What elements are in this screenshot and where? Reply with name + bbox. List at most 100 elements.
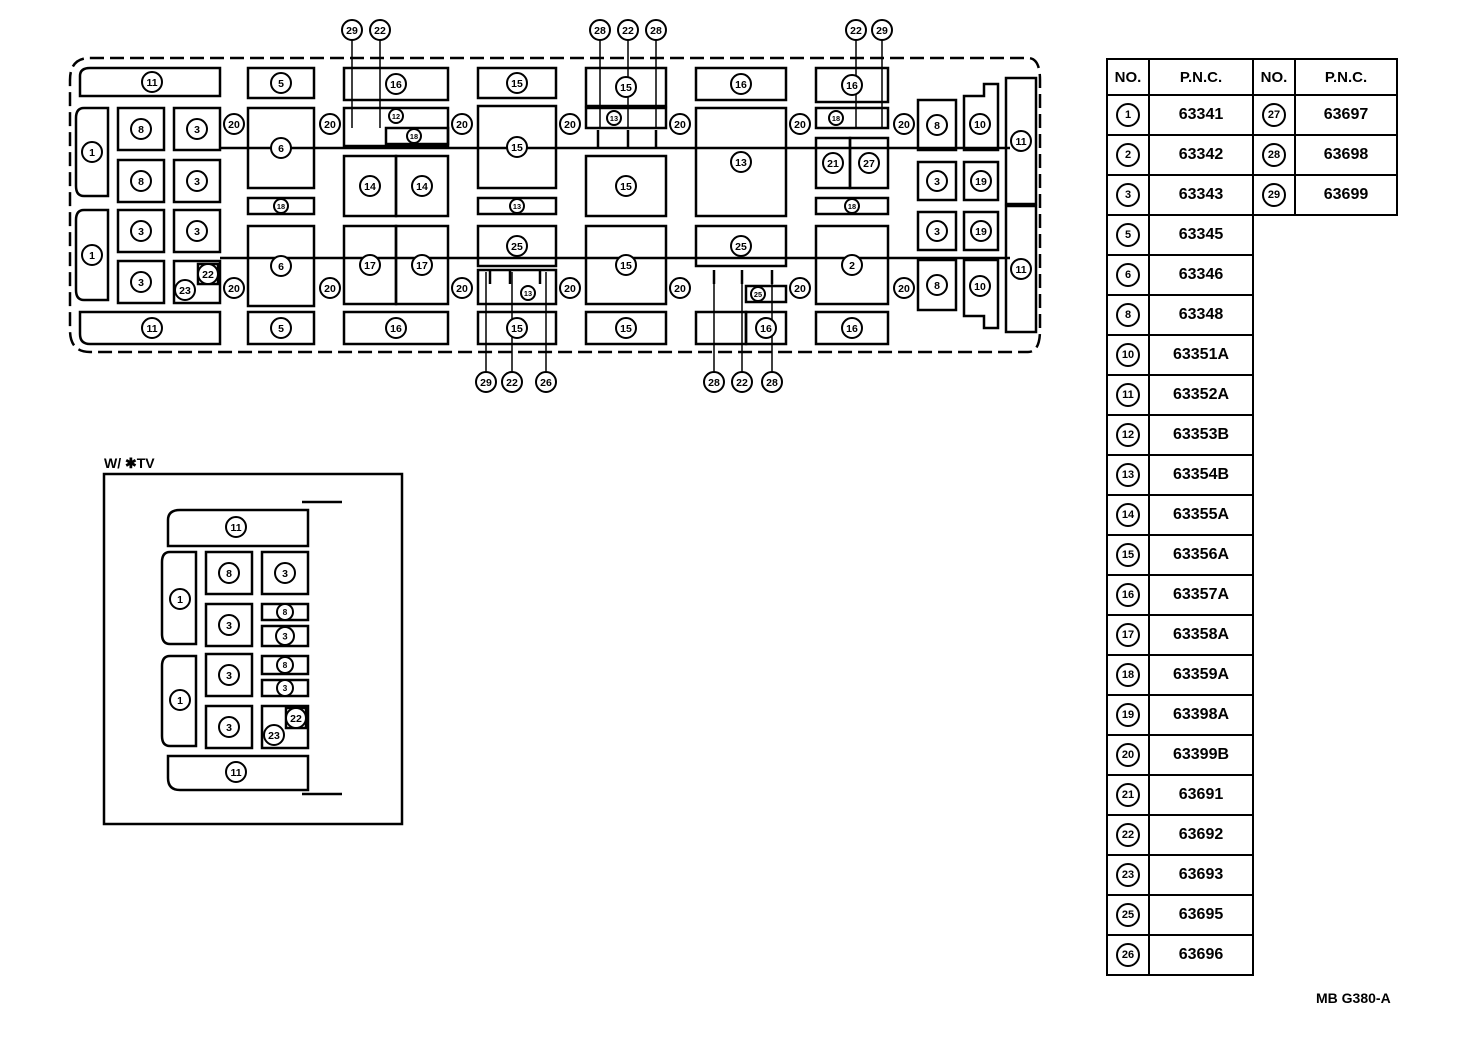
callout-number: 13	[524, 289, 532, 298]
callout-circle	[319, 277, 341, 299]
callout-circle	[755, 317, 777, 339]
callout-circle	[969, 275, 991, 297]
table-header-row: NO.P.N.C.NO.P.N.C.	[1106, 58, 1398, 96]
row-number: 23	[1106, 854, 1150, 896]
table-header-cell: NO.	[1252, 58, 1296, 96]
row-pnc: 63354B	[1148, 454, 1254, 496]
row-number: 26	[1106, 934, 1150, 976]
callout-number: 22	[202, 269, 214, 281]
callout-number: 28	[650, 25, 662, 37]
row-number: 20	[1106, 734, 1150, 776]
part-1	[160, 654, 198, 748]
callout-circle	[451, 277, 473, 299]
callout-number: 21	[827, 158, 839, 170]
part-15	[476, 310, 558, 346]
row-pnc: 63358A	[1148, 614, 1254, 656]
part-6	[246, 106, 316, 190]
row-pnc: 63345	[1148, 214, 1254, 256]
row-number: 14	[1106, 494, 1150, 536]
part-11	[78, 310, 222, 346]
callout-number: 8	[138, 124, 144, 136]
row-number: 28	[1252, 134, 1296, 176]
part-3	[916, 160, 958, 202]
callout-circle	[841, 317, 863, 339]
callout-number: 3	[934, 226, 940, 238]
part-10	[962, 82, 1000, 152]
callout-circle	[81, 141, 103, 163]
callout-circle	[169, 689, 191, 711]
callout-number: 15	[511, 323, 523, 335]
callout-circle	[501, 371, 523, 393]
callout-circle	[506, 235, 528, 257]
callout-circle	[730, 235, 752, 257]
callout-circle	[589, 19, 611, 41]
part-19	[962, 210, 1000, 252]
callout-number: 3	[138, 226, 144, 238]
callout-number: 3	[226, 670, 232, 682]
callout-circle	[669, 277, 691, 299]
part-16	[342, 310, 450, 346]
callout-circle	[270, 72, 292, 94]
callout-circle	[789, 277, 811, 299]
part-8	[916, 98, 958, 152]
callout-number: 29	[480, 377, 492, 389]
callout-circle	[270, 137, 292, 159]
row-pnc: 63695	[1148, 894, 1254, 936]
callout-circle	[858, 152, 880, 174]
row-pnc: 63352A	[1148, 374, 1254, 416]
callout-circle	[411, 175, 433, 197]
row-number: 13	[1106, 454, 1150, 496]
row-number: 8	[1106, 294, 1150, 336]
callout-circle	[926, 220, 948, 242]
callout-circle	[761, 371, 783, 393]
callout-circle	[845, 19, 867, 41]
callout-circle	[263, 724, 285, 746]
part-8	[116, 158, 166, 204]
callout-number: 23	[268, 730, 280, 742]
callout-circle	[225, 516, 247, 538]
callout-number: 3	[194, 124, 200, 136]
callout-number: 6	[278, 261, 284, 273]
callout-circle	[130, 220, 152, 242]
callout-circle	[509, 198, 525, 214]
callout-number: 1	[177, 695, 183, 707]
callout-number: 20	[228, 119, 240, 131]
callout-number: 27	[863, 158, 875, 170]
callout-number: 20	[228, 283, 240, 295]
part-11	[166, 508, 310, 548]
callout-circle	[169, 588, 191, 610]
callout-number: 3	[282, 632, 287, 643]
part-18	[814, 106, 890, 130]
callout-circle	[506, 317, 528, 339]
tv-variant-frame	[102, 472, 404, 826]
part-19	[962, 160, 1000, 202]
callout-number: 1	[89, 250, 95, 262]
callout-circle	[926, 274, 948, 296]
callout-number: 18	[410, 132, 418, 141]
callout-number: 8	[226, 568, 232, 580]
callout-circle	[606, 110, 622, 126]
callout-circle	[615, 317, 637, 339]
callout-number: 15	[620, 181, 632, 193]
row-number: 6	[1106, 254, 1150, 296]
callout-number: 16	[735, 79, 747, 91]
callout-circle	[130, 271, 152, 293]
drawing-code: MB G380-A	[1316, 990, 1391, 1006]
callout-circle	[186, 118, 208, 140]
row-pnc: 63341	[1148, 94, 1254, 136]
callout-circle	[273, 198, 289, 214]
callout-circle	[789, 113, 811, 135]
row-number: 3	[1106, 174, 1150, 216]
callout-number: 5	[278, 78, 284, 90]
callout-circle	[359, 254, 381, 276]
callout-number: 26	[540, 377, 552, 389]
callout-circle	[559, 277, 581, 299]
callout-number: 15	[620, 82, 632, 94]
